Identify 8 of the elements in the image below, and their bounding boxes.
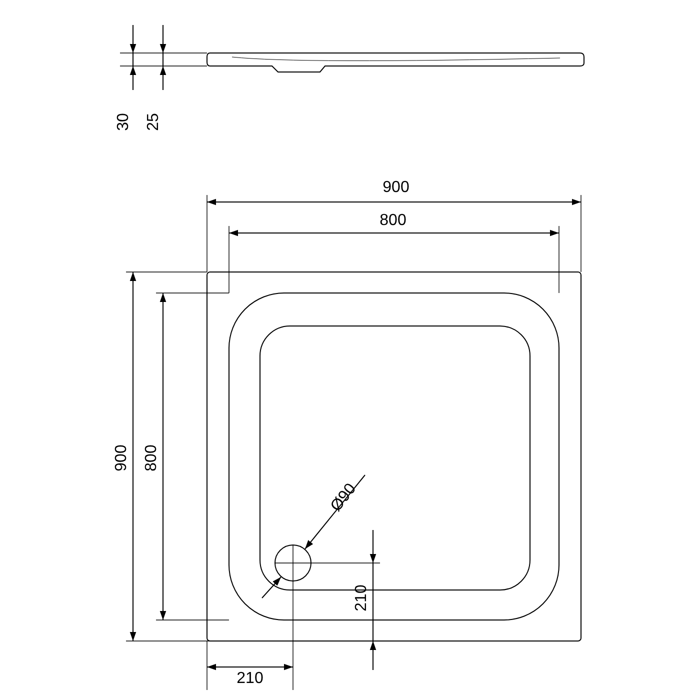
dimension-value: 210 (354, 584, 370, 612)
dimension-value: 800 (380, 213, 406, 229)
dimension-value: 900 (114, 444, 130, 472)
dimension-value: 210 (236, 671, 264, 687)
dimension-value: 900 (382, 180, 410, 196)
dimension-value: 30 (116, 113, 132, 131)
dimension-value: 800 (144, 444, 160, 472)
dimension-value: 25 (146, 113, 162, 131)
